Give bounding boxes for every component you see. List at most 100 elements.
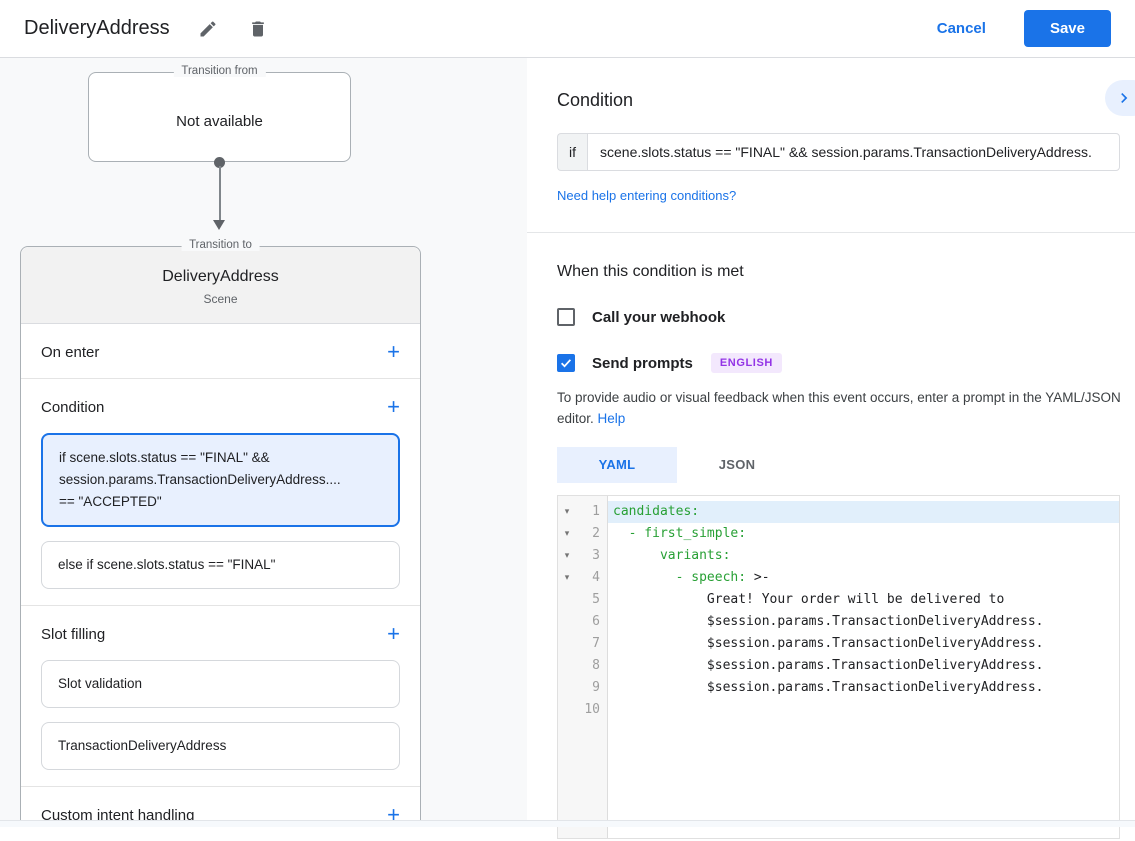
help-link[interactable]: Help xyxy=(597,410,626,426)
connector-line xyxy=(218,166,221,221)
delete-scene-button[interactable] xyxy=(246,17,270,41)
panel-divider xyxy=(527,232,1135,233)
editor-gutter: ▾ 1 ▾ 2 ▾ 3 ▾ 4 5 6 7 8 9 10 xyxy=(558,495,608,838)
add-condition-button[interactable]: + xyxy=(387,394,400,419)
condition-row: Condition + xyxy=(21,379,420,433)
condition-card-line: == "ACCEPTED" xyxy=(59,494,162,509)
line-number: 2 xyxy=(592,526,600,542)
section-custom-intent: Custom intent handling + xyxy=(21,787,420,841)
section-slot-filling: Slot filling + Slot validation Transacti… xyxy=(21,606,420,787)
conditions-help-link[interactable]: Need help entering conditions? xyxy=(557,188,737,203)
page-title: DeliveryAddress xyxy=(24,17,170,39)
fold-arrow-icon[interactable]: ▾ xyxy=(564,550,570,561)
slot-card-label: Slot validation xyxy=(58,676,143,691)
call-webhook-checkbox[interactable] xyxy=(557,308,575,326)
send-prompts-checkbox[interactable] xyxy=(557,354,575,372)
tab-json[interactable]: JSON xyxy=(718,457,756,473)
code-line: $session.params.TransactionDeliveryAddre… xyxy=(613,679,1044,695)
custom-intent-label: Custom intent handling xyxy=(41,806,195,824)
pencil-icon xyxy=(200,20,216,36)
transaction-delivery-address-card[interactable]: TransactionDeliveryAddress xyxy=(41,722,400,770)
top-bar: DeliveryAddress Cancel Save xyxy=(0,0,1135,58)
when-condition-met-title: When this condition is met xyxy=(557,263,744,280)
connector-dot xyxy=(214,157,225,168)
code-line: $session.params.TransactionDeliveryAddre… xyxy=(613,613,1044,629)
collapse-panel-button[interactable] xyxy=(1105,80,1135,116)
on-enter-row: On enter + xyxy=(21,324,420,378)
code-line: candidates: xyxy=(608,500,1119,523)
transition-from-value: Not available xyxy=(176,113,263,130)
transition-from-box[interactable]: Transition from Not available xyxy=(88,65,351,162)
slot-validation-card[interactable]: Slot validation xyxy=(41,660,400,708)
panel-title: Condition xyxy=(557,90,634,110)
transition-to-panel: Transition to DeliveryAddress Scene On e… xyxy=(20,239,421,826)
slot-filling-row: Slot filling + xyxy=(21,606,420,660)
connector-arrowhead-icon xyxy=(213,220,225,230)
condition-card-line: session.params.TransactionDeliveryAddres… xyxy=(59,472,341,487)
yaml-code-editor[interactable]: ▾ 1 ▾ 2 ▾ 3 ▾ 4 5 6 7 8 9 10 candidates: - f… xyxy=(557,494,1120,839)
main-content: Transition from Not available Transition… xyxy=(0,58,1135,839)
line-number: 3 xyxy=(592,548,600,564)
line-number: 7 xyxy=(592,636,600,652)
line-number: 4 xyxy=(592,570,600,586)
edit-title-button[interactable] xyxy=(196,17,220,41)
line-number: 9 xyxy=(592,680,600,696)
send-prompts-checkbox-row: Send prompts ENGLISH xyxy=(557,353,1135,373)
code-line: $session.params.TransactionDeliveryAddre… xyxy=(613,657,1044,673)
condition-card-line: if scene.slots.status == "FINAL" && xyxy=(59,450,270,465)
bottom-scrollbar-strip[interactable] xyxy=(0,820,1135,827)
language-badge: ENGLISH xyxy=(710,353,782,373)
fold-arrow-icon[interactable]: ▾ xyxy=(564,506,570,517)
if-prefix-label: if xyxy=(557,133,587,171)
condition-expression-input[interactable] xyxy=(587,133,1120,171)
tab-yaml[interactable]: YAML xyxy=(557,446,677,483)
line-number: 8 xyxy=(592,658,600,674)
scene-header: DeliveryAddress Scene xyxy=(21,247,420,324)
chevron-right-icon xyxy=(1121,93,1128,103)
line-number: 10 xyxy=(584,702,600,718)
on-enter-label: On enter xyxy=(41,343,100,361)
section-condition: Condition + if scene.slots.status == "FI… xyxy=(21,379,420,606)
code-line: - speech: >- xyxy=(613,569,770,585)
condition-expression-field: if xyxy=(557,133,1120,171)
condition-card-line: else if scene.slots.status == "FINAL" xyxy=(58,557,276,572)
line-number: 6 xyxy=(592,614,600,630)
fold-arrow-icon[interactable]: ▾ xyxy=(564,572,570,583)
condition-card-selected[interactable]: if scene.slots.status == "FINAL" && sess… xyxy=(41,433,400,527)
code-line xyxy=(608,699,1119,721)
webhook-checkbox-row: Call your webhook xyxy=(557,308,1135,326)
editor-tabs: YAML JSON xyxy=(557,446,1135,483)
cancel-button[interactable]: Cancel xyxy=(936,20,986,37)
add-slot-button[interactable]: + xyxy=(387,621,400,646)
transition-to-label: Transition to xyxy=(181,239,260,251)
save-button[interactable]: Save xyxy=(1023,10,1111,47)
condition-editor-panel: Condition if Need help entering conditio… xyxy=(527,58,1135,839)
code-line: - first_simple: xyxy=(613,525,747,541)
flow-diagram-column: Transition from Not available Transition… xyxy=(0,58,527,827)
scene-type: Scene xyxy=(203,292,238,306)
line-number: 5 xyxy=(592,592,600,608)
trash-icon xyxy=(251,21,264,36)
scene-name: DeliveryAddress xyxy=(162,268,279,285)
slot-filling-label: Slot filling xyxy=(41,625,106,643)
checkmark-icon xyxy=(561,359,572,368)
condition-label: Condition xyxy=(41,398,105,416)
call-webhook-label: Call your webhook xyxy=(592,308,726,326)
condition-cards: if scene.slots.status == "FINAL" && sess… xyxy=(21,433,420,605)
condition-card-else[interactable]: else if scene.slots.status == "FINAL" xyxy=(41,541,400,589)
code-line: Great! Your order will be delivered to xyxy=(613,591,1005,607)
send-prompts-label: Send prompts xyxy=(592,354,693,372)
line-number: 1 xyxy=(592,504,600,520)
prompt-description-text: To provide audio or visual feedback when… xyxy=(557,390,1121,426)
add-on-enter-button[interactable]: + xyxy=(387,339,400,364)
code-line: variants: xyxy=(613,547,731,563)
code-line: $session.params.TransactionDeliveryAddre… xyxy=(613,635,1044,651)
slot-cards: Slot validation TransactionDeliveryAddre… xyxy=(21,660,420,786)
transition-from-label: Transition from xyxy=(173,65,266,77)
section-on-enter: On enter + xyxy=(21,324,420,379)
prompt-description: To provide audio or visual feedback when… xyxy=(557,388,1129,430)
editor-code-area[interactable]: candidates: - first_simple: variants: - … xyxy=(608,496,1119,838)
custom-intent-row: Custom intent handling + xyxy=(21,787,420,841)
fold-arrow-icon[interactable]: ▾ xyxy=(564,528,570,539)
slot-card-label: TransactionDeliveryAddress xyxy=(58,738,227,753)
